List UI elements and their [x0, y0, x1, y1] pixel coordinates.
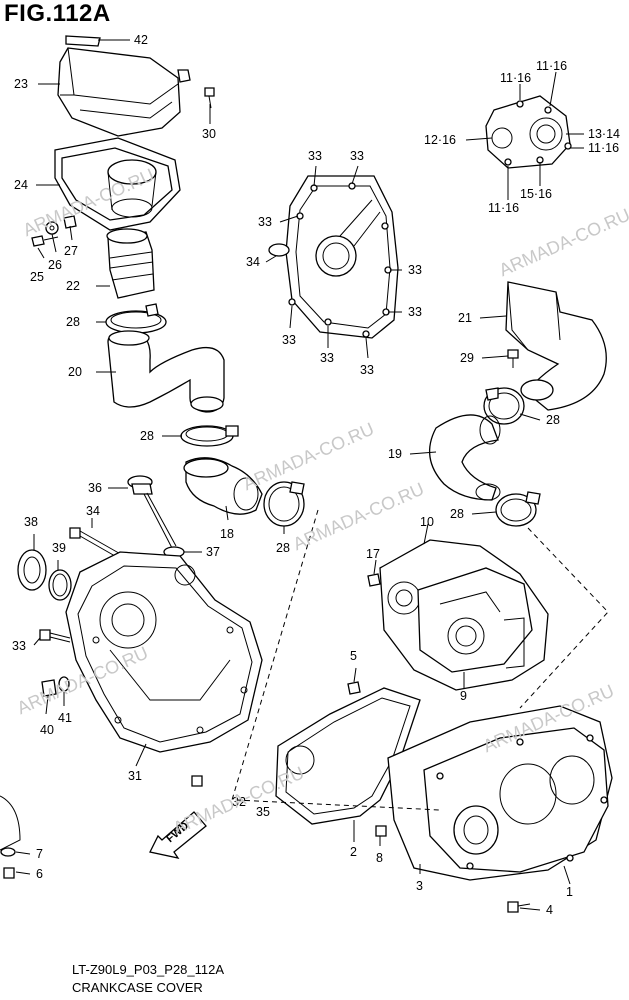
- clamp-28-middle: [180, 425, 239, 447]
- callout-33: 33: [408, 263, 422, 277]
- partial-cover-left: [0, 795, 21, 851]
- callout-8: 8: [376, 851, 383, 865]
- dipstick-36: [127, 475, 177, 549]
- callout-11-16: 11·16: [588, 141, 619, 155]
- callout-15-16: 15·16: [520, 187, 552, 201]
- callout-32: 32: [232, 795, 246, 809]
- bolt-33-left: [39, 629, 71, 643]
- callout-28: 28: [140, 429, 154, 443]
- leader-lines: [15, 39, 584, 911]
- washer-7: [0, 847, 16, 857]
- callout-17: 17: [366, 547, 380, 561]
- callout-18: 18: [220, 527, 234, 541]
- callout-33: 33: [360, 363, 374, 377]
- callout-19: 19: [388, 447, 402, 461]
- callout-24: 24: [14, 178, 28, 192]
- callout-7: 7: [36, 847, 43, 861]
- callout-21: 21: [458, 311, 472, 325]
- dowel-17: [367, 573, 381, 587]
- callout-28: 28: [546, 413, 560, 427]
- callout-3: 3: [416, 879, 423, 893]
- callout-1: 1: [566, 885, 573, 899]
- callout-30: 30: [202, 127, 216, 141]
- seal-38: [17, 549, 47, 591]
- hose-19: [429, 414, 501, 501]
- callout-34: 34: [246, 255, 260, 269]
- callout-11-16: 11·16: [536, 59, 567, 73]
- callout-33: 33: [258, 215, 272, 229]
- callout-27: 27: [64, 244, 78, 258]
- callout-33: 33: [282, 333, 296, 347]
- clamp-28-right-lower: [495, 491, 541, 527]
- callout-38: 38: [24, 515, 38, 529]
- callout-33: 33: [320, 351, 334, 365]
- callout-34: 34: [86, 504, 100, 518]
- callout-42: 42: [134, 33, 148, 47]
- callout-11-16: 11·16: [488, 201, 519, 215]
- callout-5: 5: [350, 649, 357, 663]
- callout-25: 25: [30, 270, 44, 284]
- clutch-cover-center: [268, 175, 399, 339]
- clamp-28-right: [263, 481, 305, 527]
- grommet-40: [41, 679, 57, 697]
- bolt-6: [3, 867, 15, 879]
- callout-33: 33: [350, 149, 364, 163]
- callout-13-14: 13·14: [588, 127, 620, 141]
- figure-caption: CRANKCASE COVER: [72, 980, 203, 995]
- callout-22: 22: [66, 279, 80, 293]
- callout-12-16: 12·16: [424, 133, 456, 147]
- washer-41: [58, 676, 70, 692]
- assembly-line-b: [519, 527, 609, 709]
- dowel-32: [191, 775, 203, 787]
- callout-11-16: 11·16: [500, 71, 531, 85]
- pipe-20: [107, 330, 225, 413]
- assembly-line-c: [235, 799, 441, 811]
- elbow-18: [183, 457, 263, 515]
- callout-35: 35: [256, 805, 270, 819]
- duct-housing-24: [54, 137, 181, 231]
- duct-cover-23: [57, 35, 191, 137]
- callout-labels: 42 23 30 24 27 26 25 22 28 20 28 36 18 2…: [12, 33, 620, 917]
- callout-33: 33: [308, 149, 322, 163]
- gear-case-9: [417, 567, 533, 673]
- cvt-cover-1: [423, 727, 609, 873]
- small-cover-upper-right: [485, 95, 572, 169]
- callout-9: 9: [460, 689, 467, 703]
- callout-31: 31: [128, 769, 142, 783]
- callout-33: 33: [408, 305, 422, 319]
- callout-40: 40: [40, 723, 54, 737]
- callout-28: 28: [276, 541, 290, 555]
- dowel-8: [375, 825, 387, 837]
- clamp-28-upper: [105, 303, 167, 334]
- figure-title: FIG.112A: [4, 0, 111, 27]
- callout-4: 4: [546, 903, 553, 917]
- callout-20: 20: [68, 365, 82, 379]
- callout-41: 41: [58, 711, 72, 725]
- boot-22: [106, 228, 155, 299]
- duct-21: [505, 281, 607, 411]
- figure-code: LT-Z90L9_P03_P28_112A: [72, 962, 225, 977]
- callout-39: 39: [52, 541, 66, 555]
- bolt-29: [507, 349, 519, 368]
- callout-33: 33: [12, 639, 26, 653]
- callout-2: 2: [350, 845, 357, 859]
- callout-26: 26: [48, 258, 62, 272]
- clamp-28-right-upper: [483, 387, 525, 425]
- callout-6: 6: [36, 867, 43, 881]
- callout-28: 28: [66, 315, 80, 329]
- bolt-5: [347, 681, 361, 695]
- bolt-30: [204, 87, 215, 109]
- callout-29: 29: [460, 351, 474, 365]
- crankcase-cover-31: [65, 551, 263, 753]
- callout-10: 10: [420, 515, 434, 529]
- callout-23: 23: [14, 77, 28, 91]
- callout-37: 37: [206, 545, 220, 559]
- assembly-line-a: [231, 509, 319, 801]
- bolt-4: [507, 901, 531, 913]
- callout-28: 28: [450, 507, 464, 521]
- callout-36: 36: [88, 481, 102, 495]
